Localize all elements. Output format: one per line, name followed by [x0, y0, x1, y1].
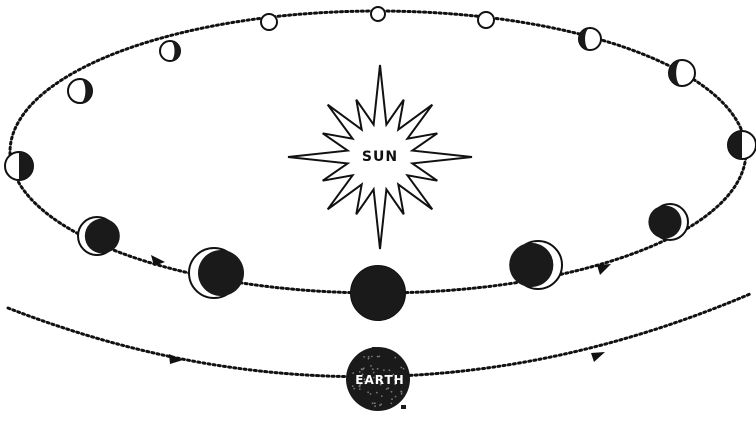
earth-speck: [383, 369, 385, 371]
moon-waxing-crescent-icon: [509, 241, 562, 289]
moon-first-quarter-icon: [728, 131, 756, 159]
earth-speck: [368, 358, 370, 360]
earth-speck: [377, 356, 379, 358]
moon-shadow: [648, 205, 681, 238]
earth-speck: [372, 368, 374, 370]
earth-speck: [374, 402, 376, 404]
moon-waxing-gibbous-icon: [579, 28, 601, 50]
earth-speck: [352, 372, 354, 374]
earth-speck: [353, 388, 355, 390]
moon-last-quarter-icon: [5, 152, 33, 180]
earth-speck: [377, 368, 379, 370]
earth-speck: [391, 391, 393, 393]
earth-orbit-arrow-left: [169, 354, 183, 364]
earth-speck: [400, 367, 402, 369]
moon-waning-crescent-icon: [189, 248, 244, 298]
earth-speck: [361, 368, 363, 370]
earth-speck: [386, 388, 388, 390]
moon-waxing-crescent-icon: [648, 204, 688, 240]
earth-speck: [387, 387, 389, 389]
earth-speck: [359, 388, 361, 390]
earth-speck: [372, 402, 374, 404]
sun: SUN: [288, 65, 472, 249]
earth-orbit-arrow-right: [591, 352, 605, 362]
moon-waning-gibbous-icon: [160, 41, 180, 61]
moon-new-icon: [351, 266, 405, 320]
moon-full-icon: [261, 14, 277, 30]
earth-pole-mark-bottom: [401, 405, 406, 409]
earth-speck: [401, 393, 403, 395]
moon-full-icon: [371, 7, 385, 21]
earth-speck: [403, 368, 405, 370]
earth-speck: [376, 392, 378, 394]
moon-full-icon: [478, 12, 494, 28]
earth-speck: [380, 403, 382, 405]
earth-speck: [370, 365, 372, 367]
earth-speck: [395, 396, 397, 398]
earth-speck: [401, 391, 403, 393]
earth-speck: [390, 403, 392, 405]
moon-shadow: [351, 266, 405, 320]
earth-speck: [374, 405, 376, 407]
earth-speck: [363, 356, 365, 358]
earth-speck: [378, 356, 380, 358]
earth-pole-mark-top: [372, 347, 376, 351]
moon-orbit-arrow-right: [597, 264, 611, 275]
earth-speck: [370, 393, 372, 395]
moon-shadow: [85, 219, 120, 254]
moon-shadow: [728, 131, 742, 159]
moon-waxing-gibbous-icon: [669, 60, 695, 86]
earth-speck: [381, 395, 383, 397]
earth-speck: [367, 391, 369, 393]
earth-speck: [391, 398, 393, 400]
moon-waning-gibbous-icon: [68, 79, 92, 103]
moon-waning-crescent-icon: [78, 217, 120, 255]
earth-speck: [371, 356, 373, 358]
earth-speck: [394, 357, 396, 359]
earth: EARTH: [346, 347, 410, 411]
moon-shadow: [19, 152, 33, 180]
earth-speck: [352, 385, 354, 387]
moon-shadow: [198, 250, 244, 296]
earth-speck: [389, 369, 391, 371]
earth-speck: [368, 356, 370, 358]
sun-label: SUN: [362, 149, 398, 165]
earth-speck: [363, 367, 365, 369]
moon-shadow: [509, 243, 553, 287]
earth-label: EARTH: [355, 373, 404, 387]
